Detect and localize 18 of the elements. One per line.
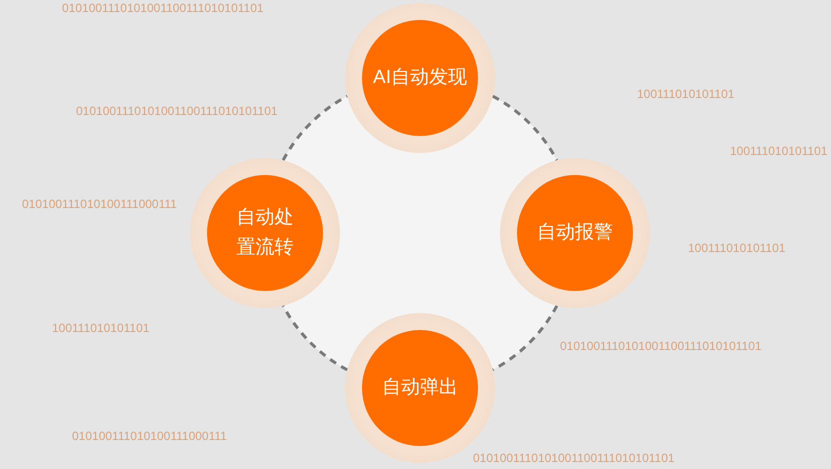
node-label: 自动报警 <box>537 221 613 245</box>
dashed-arc <box>282 94 348 162</box>
binary-text: 0101001110101001100111010101101 <box>62 2 264 14</box>
binary-text: 100111010101101 <box>688 242 786 254</box>
binary-text: 0101001110101001100111010101101 <box>560 340 762 352</box>
binary-text: 100111010101101 <box>730 145 828 157</box>
binary-text: 0101001110101001100111010101101 <box>473 452 675 464</box>
binary-text: 100111010101101 <box>52 322 150 334</box>
node-label: 自动弹出 <box>382 376 458 400</box>
node-label: AI自动发现 <box>373 66 467 90</box>
dashed-arc <box>282 304 348 372</box>
binary-text: 0101001110101001100111010101101 <box>76 105 278 117</box>
dashed-arc <box>492 304 558 372</box>
node-label: 自动处置流转 <box>236 206 294 260</box>
binary-text: 010100111010100111000111 <box>22 198 177 210</box>
binary-text: 100111010101101 <box>637 88 734 100</box>
binary-text: 010100111010100111000111 <box>72 430 227 442</box>
dashed-arc <box>492 94 558 162</box>
